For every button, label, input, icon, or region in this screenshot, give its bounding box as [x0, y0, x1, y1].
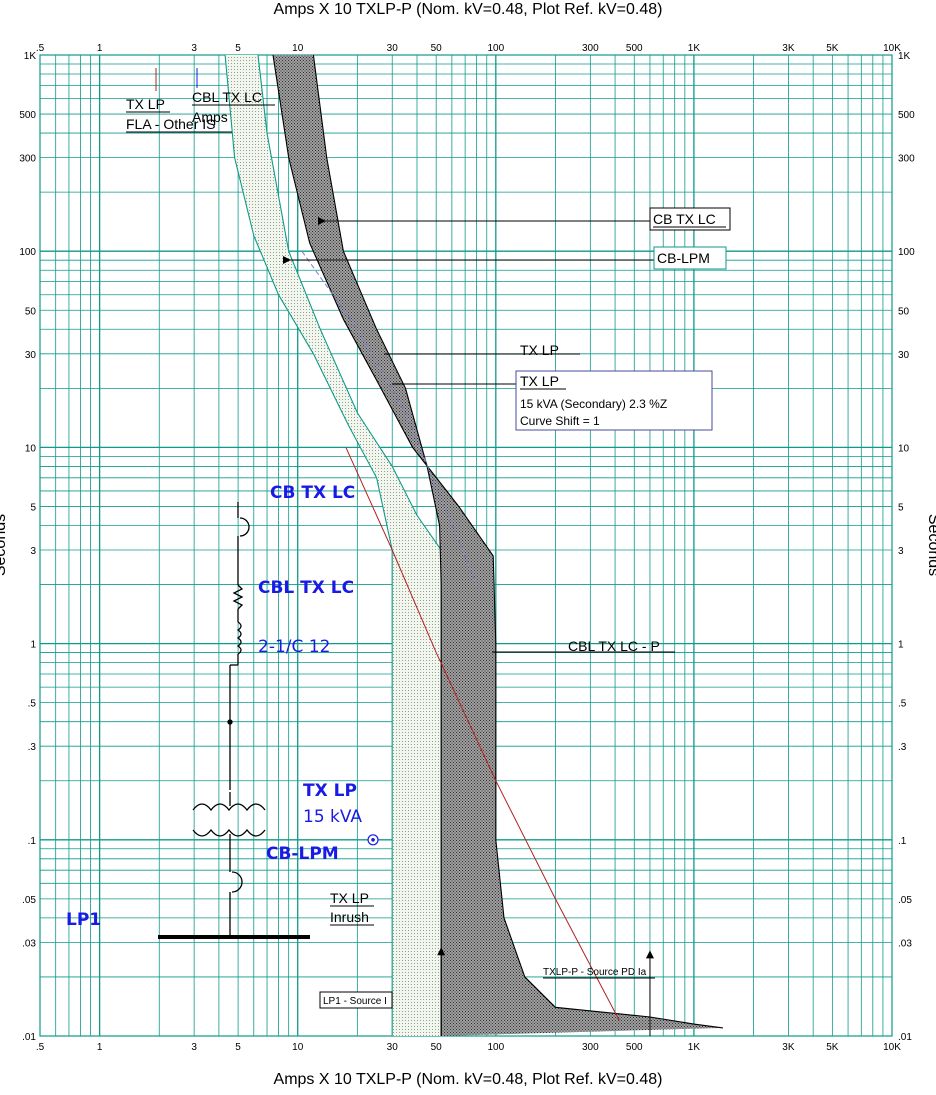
x-axis-label: Amps X 10 TXLP-P (Nom. kV=0.48, Plot Ref… — [273, 1071, 663, 1088]
x-tick-bottom: 10 — [292, 1042, 304, 1053]
inrush-label-2: Inrush — [330, 909, 369, 925]
ol-tx-lp: TX LP — [303, 781, 357, 801]
y-tick-right: .05 — [898, 895, 912, 906]
tx-lp-box-rating: 15 kVA (Secondary) 2.3 %Z — [520, 397, 667, 411]
x-tick-top: 5 — [235, 43, 241, 54]
txlp-source-label: TXLP-P - Source PD Ia — [543, 967, 647, 978]
y-tick-right: .3 — [898, 742, 907, 753]
x-tick-top: 100 — [487, 43, 504, 54]
x-tick-top: .5 — [36, 43, 45, 54]
x-tick-bottom: 3 — [191, 1042, 197, 1053]
y-tick-right: 500 — [898, 110, 915, 121]
x-tick-bottom: 5 — [235, 1042, 241, 1053]
y-tick-right: .5 — [898, 699, 907, 710]
y-tick-left: .01 — [22, 1032, 36, 1043]
cbl-p-label: CBL TX LC - P — [568, 638, 660, 654]
x-tick-top: 300 — [582, 43, 599, 54]
lp1-source-label: LP1 - Source I — [323, 996, 387, 1007]
y-tick-right: 10 — [898, 443, 910, 454]
ol-cb-tx-lc: CB TX LC — [270, 483, 355, 503]
y-tick-right: 50 — [898, 306, 910, 317]
x-tick-top: 1K — [688, 43, 701, 54]
y-tick-left: 10 — [25, 443, 37, 454]
x-tick-bottom: .5 — [36, 1042, 45, 1053]
annotations: TX LP FLA - Other IS CBL TX LC Amps CB T… — [126, 68, 731, 1009]
x-tick-top: 10 — [292, 43, 304, 54]
y-tick-right: 30 — [898, 350, 910, 361]
y-tick-left: 300 — [19, 154, 36, 165]
cbl-amps-label-2: Amps — [192, 109, 228, 125]
band-edge-right — [257, 54, 442, 1036]
y-tick-left: .05 — [22, 895, 36, 906]
x-tick-bottom: 1K — [688, 1042, 701, 1053]
y-tick-left: .03 — [22, 938, 36, 949]
y-tick-left: 500 — [19, 110, 36, 121]
tick-labels: .5 .5 1 1 3 3 5 5 10 10 30 30 50 50 100 100 300 300 500 500… — [19, 43, 915, 1053]
ol-cb-lpm: CB-LPM — [266, 844, 339, 864]
ol-cable: 2-1/C 12 — [258, 637, 330, 657]
x-tick-top: 3K — [782, 43, 795, 54]
x-tick-bottom: 100 — [487, 1042, 504, 1053]
x-tick-bottom: 50 — [431, 1042, 443, 1053]
cb-lpm-callout: CB-LPM — [657, 250, 710, 266]
y-tick-left: .1 — [28, 836, 37, 847]
y-tick-left: .3 — [28, 742, 37, 753]
y-tick-right: .01 — [898, 1032, 912, 1043]
x-tick-top: 1 — [97, 43, 103, 54]
y-tick-right: 5 — [898, 502, 904, 513]
y-tick-right: 100 — [898, 247, 915, 258]
y-tick-left: 5 — [30, 502, 36, 513]
band-edge-left — [312, 54, 442, 1036]
y-tick-left: 30 — [25, 350, 37, 361]
band-edge-left — [224, 54, 393, 1036]
chart-title-top: Amps X 10 TXLP-P (Nom. kV=0.48, Plot Ref… — [273, 1, 663, 18]
x-tick-bottom: 500 — [626, 1042, 643, 1053]
ol-lp1: LP1 — [66, 910, 101, 930]
x-tick-bottom: 30 — [387, 1042, 399, 1053]
fla-label-2: FLA - Other IS — [126, 116, 215, 132]
x-tick-bottom: 300 — [582, 1042, 599, 1053]
y-tick-right: 1K — [898, 51, 911, 62]
x-tick-top: 30 — [387, 43, 399, 54]
tx-lp-label: TX LP — [520, 342, 559, 358]
x-tick-bottom: 1 — [97, 1042, 103, 1053]
y-tick-right: 3 — [898, 546, 904, 557]
y-tick-left: 100 — [19, 247, 36, 258]
y-tick-left: 1K — [24, 51, 37, 62]
cb-tx-lc-callout: CB TX LC — [653, 211, 716, 227]
inrush-marker-dot — [371, 838, 375, 842]
x-tick-top: 3 — [191, 43, 197, 54]
ol-cbl-tx-lc: CBL TX LC — [258, 578, 354, 598]
tx-lp-box-title: TX LP — [520, 373, 559, 389]
band-cb-lpm — [225, 55, 442, 1036]
x-tick-bottom: 5K — [826, 1042, 839, 1053]
y-tick-left: 3 — [30, 546, 36, 557]
fla-label-1: TX LP — [126, 96, 165, 112]
y-tick-right: .03 — [898, 938, 912, 949]
band-edge-right — [272, 54, 723, 1029]
y-tick-right: 300 — [898, 154, 915, 165]
ol-tx-kva: 15 kVA — [303, 807, 362, 827]
x-tick-top: 50 — [431, 43, 443, 54]
one-line-diagram: CB TX LC CBL TX LC 2-1/C 12 TX LP 15 kVA… — [66, 483, 362, 939]
x-tick-bottom: 3K — [782, 1042, 795, 1053]
y-tick-right: .1 — [898, 836, 907, 847]
inrush-label-1: TX LP — [330, 890, 369, 906]
y-tick-left: .5 — [28, 699, 37, 710]
x-tick-top: 10K — [883, 43, 901, 54]
tx-lp-damage-curve — [301, 250, 478, 585]
band-cb-tx-lc — [273, 55, 723, 1036]
x-tick-bottom: 10K — [883, 1042, 901, 1053]
source-pd-curve — [345, 447, 620, 1021]
y-tick-left: 50 — [25, 306, 37, 317]
curves — [224, 54, 723, 1036]
y-tick-right: 1 — [898, 640, 904, 651]
y-tick-left: 1 — [30, 640, 36, 651]
x-tick-top: 500 — [626, 43, 643, 54]
cbl-amps-label-1: CBL TX LC — [192, 89, 262, 105]
x-tick-top: 5K — [826, 43, 839, 54]
tx-lp-box-shift: Curve Shift = 1 — [520, 414, 600, 428]
